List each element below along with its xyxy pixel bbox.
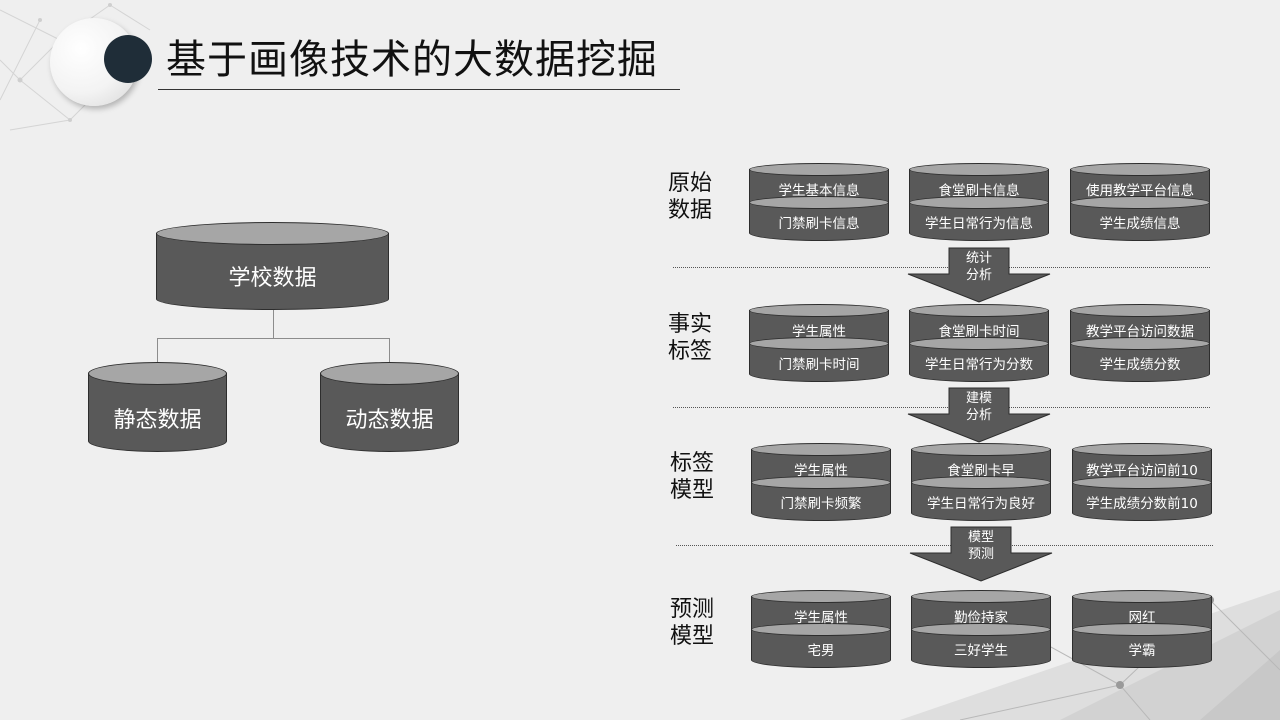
data-cylinder: 学生基本信息门禁刷卡信息 [749,163,889,241]
arrow-label-line: 统计 [965,251,992,266]
row-label-line: 事实 [667,312,712,337]
static-data-label: 静态数据 [113,408,202,433]
row-label-fact-tags: 事实 标签 [660,311,720,365]
dynamic-data-cylinder: 动态数据 [320,362,459,452]
data-cylinder: 教学平台访问数据学生成绩分数 [1070,304,1210,382]
school-data-label: 学校数据 [228,266,317,291]
row-label-tag-model: 标签 模型 [662,450,722,504]
page-title: 基于画像技术的大数据挖掘 [166,37,658,83]
arrow-label-line: 分析 [965,408,992,423]
cylinder-bottom-label: 学霸 [1128,643,1156,659]
cylinder-bottom-label: 门禁刷卡信息 [778,216,860,232]
title-badge-dot [104,35,152,83]
data-cylinder: 食堂刷卡信息学生日常行为信息 [909,163,1049,241]
cylinder-top-label: 勤俭持家 [954,610,1008,626]
tree-connector-right [389,338,390,368]
data-cylinder: 学生属性门禁刷卡时间 [749,304,889,382]
cylinder-bottom-label: 三好学生 [954,643,1008,659]
data-cylinder: 食堂刷卡早学生日常行为良好 [911,443,1051,521]
cylinder-bottom-label: 门禁刷卡频繁 [780,496,862,512]
cylinder-bottom-label: 学生日常行为分数 [925,357,1033,373]
cylinder-top-label: 学生属性 [794,463,848,479]
arrow-label-line: 预测 [967,547,994,562]
cylinder-top-label: 学生基本信息 [778,183,860,199]
cylinder-top-label: 网红 [1128,610,1156,626]
static-data-cylinder: 静态数据 [88,362,227,452]
tree-connector-horizontal [157,338,390,339]
row-label-line: 标签 [669,451,714,476]
row-label-line: 模型 [669,624,714,649]
arrow-label-line: 分析 [965,268,992,283]
cylinder-top-label: 食堂刷卡早 [947,463,1015,479]
arrow-label-line: 建模 [965,391,992,406]
row-label-raw-data: 原始 数据 [660,170,720,224]
tree-connector-left [157,338,158,368]
cylinder-top-label: 食堂刷卡信息 [938,183,1020,199]
data-cylinder: 勤俭持家三好学生 [911,590,1051,668]
arrow-model-prediction: 模型 预测 [908,526,1054,582]
dynamic-data-label: 动态数据 [345,408,434,433]
row-label-line: 标签 [667,339,712,364]
cylinder-bottom-label: 学生成绩分数前10 [1086,496,1198,512]
cylinder-top-label: 学生属性 [794,610,848,626]
arrow-label-line: 模型 [967,530,994,545]
row-label-line: 模型 [669,478,714,503]
cylinder-top-label: 教学平台访问前10 [1086,463,1198,479]
data-cylinder: 食堂刷卡时间学生日常行为分数 [909,304,1049,382]
row-label-line: 原始 [667,171,712,196]
cylinder-bottom-label: 学生成绩信息 [1099,216,1181,232]
cylinder-bottom-label: 门禁刷卡时间 [778,357,860,373]
row-label-line: 预测 [669,597,714,622]
cylinder-bottom-label: 学生日常行为信息 [925,216,1033,232]
separator-line [676,545,1213,546]
separator-line [673,407,1210,408]
cylinder-bottom-label: 学生成绩分数 [1099,357,1181,373]
data-cylinder: 教学平台访问前10 学生成绩分数前10 [1072,443,1212,521]
arrow-statistical-analysis: 统计 分析 [906,247,1052,303]
row-label-line: 数据 [667,198,712,223]
cylinder-top-label: 教学平台访问数据 [1086,324,1194,340]
school-data-cylinder: 学校数据 [156,222,389,310]
title-underline [158,89,680,90]
cylinder-bottom-label: 宅男 [807,643,835,659]
cylinder-top-label: 学生属性 [792,324,846,340]
separator-line [673,267,1210,268]
arrow-modeling-analysis: 建模 分析 [906,387,1052,443]
data-cylinder: 使用教学平台信息学生成绩信息 [1070,163,1210,241]
data-cylinder: 学生属性宅男 [751,590,891,668]
data-cylinder: 学生属性门禁刷卡频繁 [751,443,891,521]
data-cylinder: 网红学霸 [1072,590,1212,668]
cylinder-bottom-label: 学生日常行为良好 [927,496,1035,512]
cylinder-top-label: 使用教学平台信息 [1086,183,1194,199]
cylinder-top-label: 食堂刷卡时间 [938,324,1020,340]
row-label-predict-model: 预测 模型 [662,596,722,650]
tree-connector-vertical [273,309,274,338]
